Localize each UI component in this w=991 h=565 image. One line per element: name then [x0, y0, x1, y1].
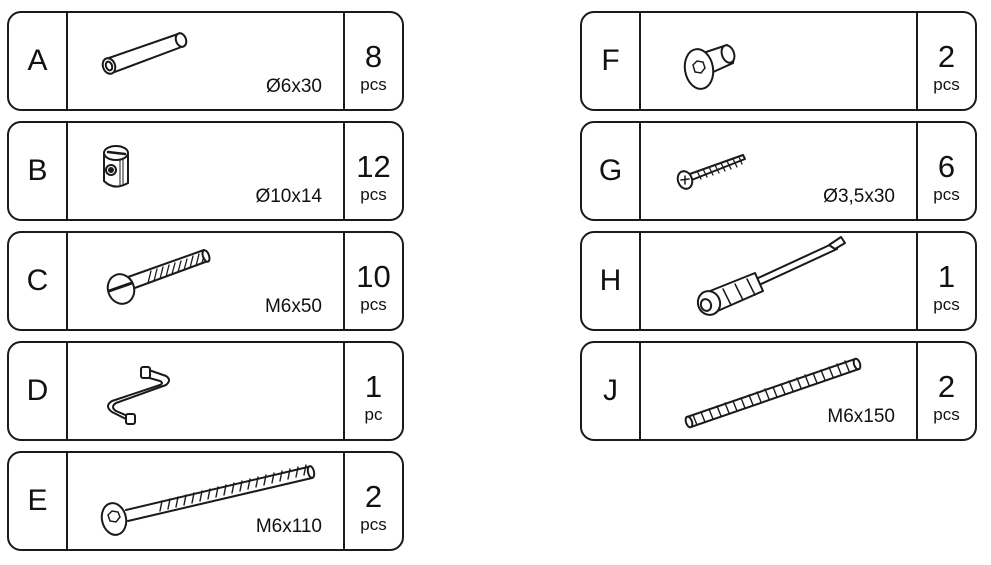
hex-bolt-long-icon — [68, 453, 346, 549]
quantity-unit: pcs — [933, 295, 960, 314]
part-size: M6x150 — [827, 406, 895, 427]
part-size: Ø10x14 — [255, 186, 322, 207]
part-letter: C — [9, 233, 68, 329]
quantity-number: 2 — [937, 369, 956, 404]
part-quantity: 2 pcs — [916, 13, 975, 109]
part-size: M6x50 — [264, 296, 322, 317]
part-letter: F — [582, 13, 641, 109]
quantity-number: 1 — [364, 369, 383, 404]
part-card-j: J M6x150 2 pcs — [580, 341, 977, 441]
part-letter: H — [582, 233, 641, 329]
part-letter: B — [9, 123, 68, 219]
part-card-g: G Ø3,5x30 6 pcs — [580, 121, 977, 221]
quantity-unit: pcs — [933, 75, 960, 94]
quantity-number: 2 — [364, 479, 383, 514]
quantity-unit: pcs — [360, 75, 387, 94]
part-quantity: 10 pcs — [343, 233, 402, 329]
part-quantity: 12 pcs — [343, 123, 402, 219]
quantity-unit: pcs — [933, 185, 960, 204]
part-letter: D — [9, 343, 68, 439]
part-letter: G — [582, 123, 641, 219]
quantity-number: 1 — [937, 259, 956, 294]
part-size: Ø3,5x30 — [823, 186, 895, 207]
hex-cap-nut-icon — [641, 13, 919, 109]
barrel-nut-icon — [68, 123, 346, 219]
part-size: Ø6x30 — [266, 76, 322, 97]
part-card-e: E M6x110 2 pcs — [7, 451, 404, 551]
quantity-unit: pcs — [360, 295, 387, 314]
part-size: M6x110 — [255, 516, 322, 537]
wood-screw-icon — [641, 123, 919, 219]
part-card-a: A Ø6x30 8 pcs — [7, 11, 404, 111]
allen-key-icon — [68, 343, 346, 439]
part-card-b: B Ø10x14 12 pcs — [7, 121, 404, 221]
threaded-rod-icon — [641, 343, 919, 439]
part-card-h: H 1 pcs — [580, 231, 977, 331]
quantity-number: 12 — [356, 149, 391, 184]
quantity-unit: pcs — [933, 405, 960, 424]
part-quantity: 1 pc — [343, 343, 402, 439]
part-quantity: 8 pcs — [343, 13, 402, 109]
quantity-number: 8 — [364, 39, 383, 74]
screwdriver-icon — [641, 233, 919, 329]
part-card-c: C M6x50 10 pcs — [7, 231, 404, 331]
part-letter: E — [9, 453, 68, 549]
part-card-d: D 1 pc — [7, 341, 404, 441]
part-quantity: 1 pcs — [916, 233, 975, 329]
quantity-unit: pcs — [360, 185, 387, 204]
part-quantity: 6 pcs — [916, 123, 975, 219]
quantity-unit: pcs — [360, 515, 387, 534]
part-quantity: 2 pcs — [916, 343, 975, 439]
part-card-f: F 2 pcs — [580, 11, 977, 111]
quantity-unit: pc — [364, 405, 383, 424]
quantity-number: 10 — [356, 259, 391, 294]
quantity-number: 6 — [937, 149, 956, 184]
part-quantity: 2 pcs — [343, 453, 402, 549]
part-letter: A — [9, 13, 68, 109]
dowel-icon — [68, 13, 346, 109]
slotted-bolt-icon — [68, 233, 346, 329]
quantity-number: 2 — [937, 39, 956, 74]
part-letter: J — [582, 343, 641, 439]
